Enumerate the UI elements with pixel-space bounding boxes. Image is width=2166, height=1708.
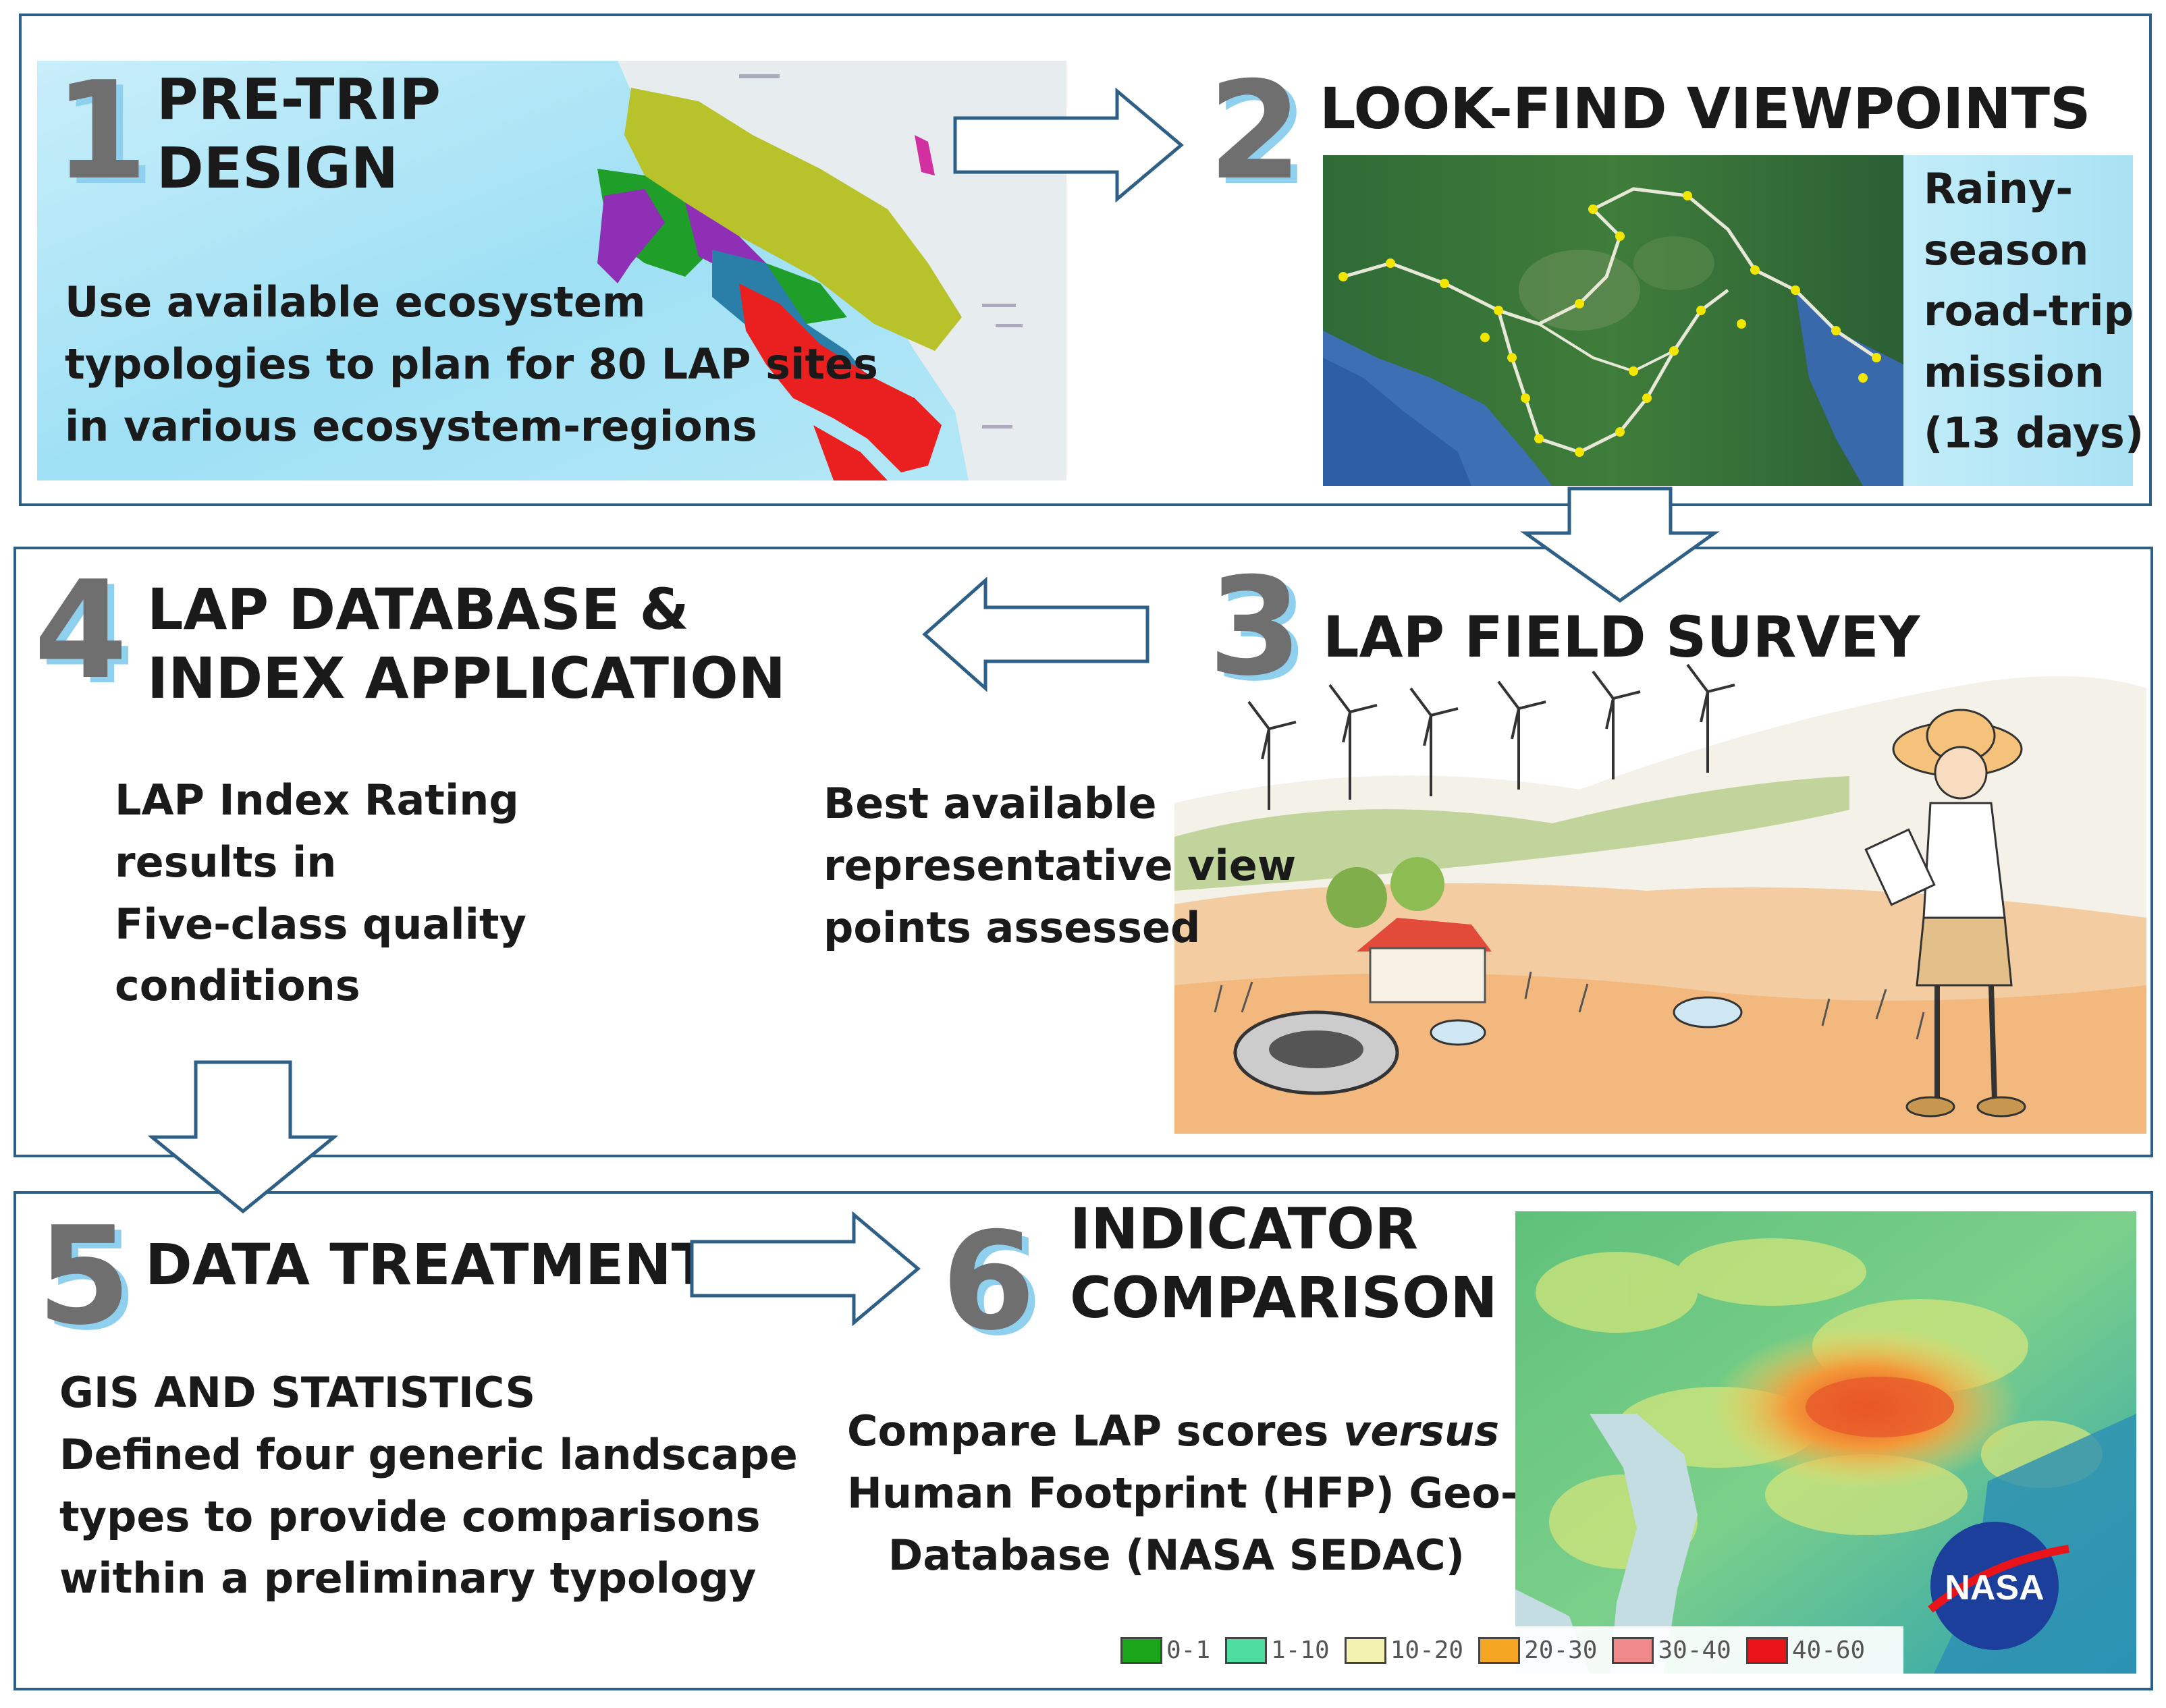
arrow-down-4-to-5 <box>148 1060 337 1214</box>
step-5-text-line-4: within a preliminary typology <box>59 1553 757 1603</box>
legend-label: 10-20 <box>1390 1636 1464 1664</box>
satellite-map-graphic <box>1323 155 1903 486</box>
legend-swatch <box>1745 1636 1788 1664</box>
step-4-text-line-3: Five-class quality <box>115 899 526 949</box>
nasa-logo-text: NASA <box>1945 1568 2044 1607</box>
step-3-title-line-1: LAP FIELD SURVEY <box>1323 604 1920 670</box>
field-survey-graphic <box>1174 634 2146 1134</box>
arrow-down-2-to-3 <box>1520 487 1720 603</box>
step-4-text-line-4: conditions <box>115 961 360 1011</box>
legend-label: 0-1 <box>1166 1636 1211 1664</box>
step-6-text: Compare LAP scores versus Human Footprin… <box>847 1400 1518 1586</box>
step-6-text-line-1-normal: Compare LAP scores <box>847 1406 1344 1456</box>
step-6-text-line-1-italic: versus <box>1343 1406 1500 1456</box>
step-6-text-line-3: Database (NASA SEDAC) <box>888 1530 1465 1580</box>
step-3-text-line-2: representative view <box>823 840 1297 890</box>
step-6-title-line-2: COMPARISON <box>1070 1265 1498 1331</box>
step-4-title: LAP DATABASE & INDEX APPLICATION <box>147 575 786 713</box>
step-4-number: 4 <box>34 552 128 709</box>
step-1-text-line-1: Use available ecosystem <box>65 277 646 327</box>
arrow-right-5-to-6 <box>690 1211 921 1326</box>
human-footprint-map: NASA <box>1515 1211 2136 1674</box>
step-2-text-line-3: road-trip <box>1924 286 2134 336</box>
step-1-title-line-2: DESIGN <box>157 135 399 202</box>
step-5-text-line-2: Defined four generic landscape <box>59 1429 798 1479</box>
legend-swatch <box>1344 1636 1386 1664</box>
step-1-title: PRE-TRIP DESIGN <box>157 65 441 203</box>
step-2-title: LOOK-FIND VIEWPOINTS <box>1320 74 2091 143</box>
step-3-number: 3 <box>1208 549 1303 706</box>
human-footprint-graphic: NASA <box>1515 1211 2136 1674</box>
step-3-text-line-1: Best available <box>823 779 1157 828</box>
step-3-text: Best available representative view point… <box>823 773 1296 958</box>
legend-label: 30-40 <box>1658 1636 1731 1664</box>
hfp-legend-items: 0-1 1-10 10-20 20-30 30-40 40-60 <box>1120 1636 1880 1664</box>
step-2-text-line-5: (13 days) <box>1924 408 2144 458</box>
step-4-title-line-2: INDEX APPLICATION <box>147 645 786 712</box>
step-1-text: Use available ecosystem typologies to pl… <box>65 271 878 457</box>
step-1-title-line-1: PRE-TRIP <box>157 66 441 132</box>
step-2-number: 2 <box>1208 53 1303 210</box>
legend-swatch <box>1120 1636 1162 1664</box>
legend-label: 20-30 <box>1524 1636 1598 1664</box>
legend-item: 30-40 <box>1612 1636 1731 1664</box>
road-trip-info-panel <box>1903 155 2133 486</box>
step-3-text-line-3: points assessed <box>823 902 1201 952</box>
legend-swatch <box>1225 1636 1268 1664</box>
step-5-text-line-1: GIS AND STATISTICS <box>59 1368 536 1417</box>
step-4-text-line-2: results in <box>115 837 337 887</box>
step-6-text-line-1: Compare LAP scores versus <box>847 1400 1499 1462</box>
arrow-left-3-to-4 <box>922 577 1149 692</box>
step-4-text: LAP Index Rating results in Five-class q… <box>115 769 526 1017</box>
step-5-text-line-3: types to provide comparisons <box>59 1491 761 1541</box>
legend-swatch <box>1612 1636 1654 1664</box>
arrow-right-1-to-2 <box>953 88 1184 202</box>
legend-item: 20-30 <box>1478 1636 1597 1664</box>
step-5-title: DATA TREATMENT <box>145 1230 710 1299</box>
step-1-text-line-2: typologies to plan for 80 LAP sites <box>65 339 878 389</box>
step-3-title: LAP FIELD SURVEY <box>1323 603 1920 671</box>
legend-item: 1-10 <box>1225 1636 1330 1664</box>
ecosystem-typology-map <box>37 61 1066 480</box>
ecosystem-map-graphic <box>37 61 1066 480</box>
step-4-title-line-1: LAP DATABASE & <box>147 576 689 642</box>
legend-label: 1-10 <box>1271 1636 1330 1664</box>
step-6-title-line-1: INDICATOR <box>1070 1196 1419 1262</box>
road-trip-satellite-map <box>1323 155 1903 486</box>
legend-item: 40-60 <box>1745 1636 1866 1664</box>
step-2-title-line-1: LOOK-FIND VIEWPOINTS <box>1320 76 2091 142</box>
step-5-number: 5 <box>37 1198 132 1355</box>
legend-swatch <box>1478 1636 1521 1664</box>
step-5-title-line-1: DATA TREATMENT <box>145 1232 710 1298</box>
step-2-text: Rainy- season road-trip mission (13 days… <box>1924 159 2144 464</box>
field-survey-sketch <box>1174 634 2146 1134</box>
legend-item: 0-1 <box>1120 1636 1210 1664</box>
step-1-number: 1 <box>54 53 148 210</box>
step-6-text-line-2: Human Footprint (HFP) Geo- <box>847 1468 1518 1518</box>
step-1-text-line-3: in various ecosystem-regions <box>65 401 757 451</box>
step-4-text-line-1: LAP Index Rating <box>115 775 519 825</box>
step-5-text: GIS AND STATISTICS Defined four generic … <box>59 1362 798 1609</box>
legend-item: 10-20 <box>1344 1636 1464 1664</box>
legend-label: 40-60 <box>1791 1636 1866 1664</box>
step-2-text-line-2: season <box>1924 225 2089 275</box>
step-2-text-line-1: Rainy- <box>1924 164 2074 213</box>
step-6-number: 6 <box>942 1203 1036 1360</box>
step-2-text-line-4: mission <box>1924 347 2105 397</box>
step-6-title: INDICATOR COMPARISON <box>1070 1194 1498 1333</box>
